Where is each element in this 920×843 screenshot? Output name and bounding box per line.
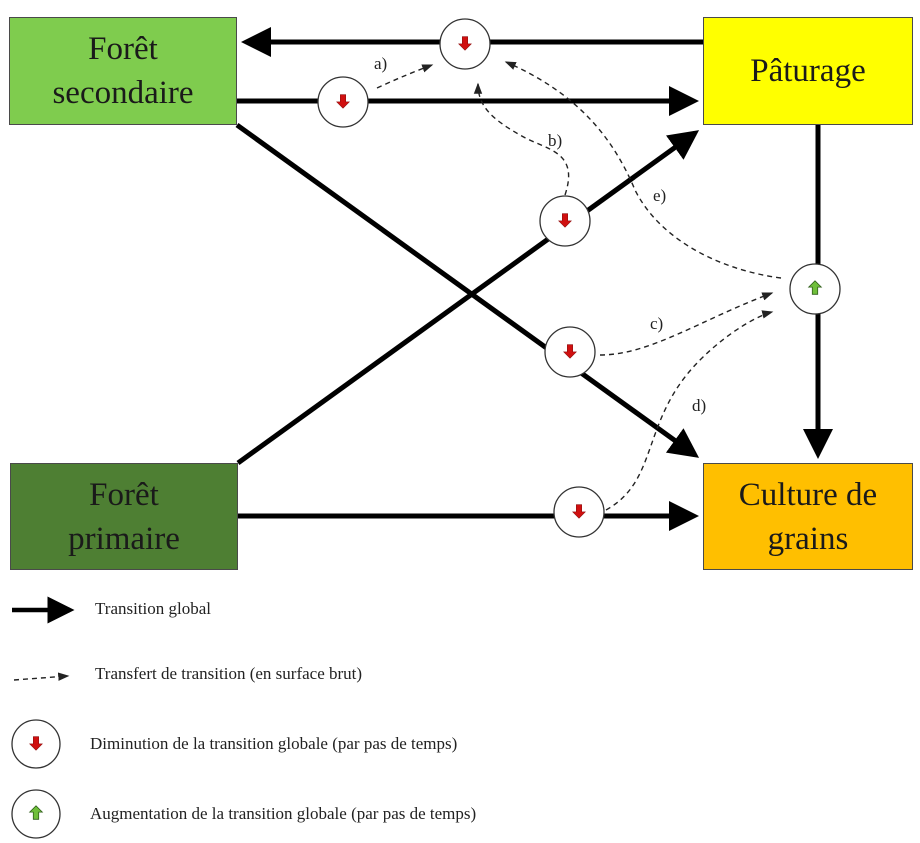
node-foret-primaire: Forêt primaire — [10, 463, 238, 570]
decrease-indicator-primaire-paturage — [539, 195, 591, 247]
legend-increase: Augmentation de la transition globale (p… — [90, 804, 477, 823]
transfer-label-a: a) — [374, 54, 387, 73]
arrow-foret-primaire-to-paturage — [236, 130, 700, 466]
legend-increase-icon — [11, 789, 61, 839]
transfer-label-d: d) — [692, 396, 706, 415]
transfer-label-c: c) — [650, 314, 663, 333]
node-paturage: Pâturage — [703, 17, 913, 125]
transfer-label-b: b) — [548, 131, 562, 150]
transfer-d — [605, 310, 774, 511]
legend-decrease: Diminution de la transition globale (par… — [90, 734, 458, 753]
node-culture-de-grains: Culture de grains — [703, 463, 913, 570]
decrease-indicator-top — [439, 18, 491, 70]
transfer-b — [473, 82, 570, 196]
arrow-foret-secondaire-to-culture — [235, 122, 700, 458]
transfer-e — [504, 61, 782, 279]
decrease-indicator-secondaire-culture — [544, 326, 596, 378]
legend-transfer: Transfert de transition (en surface brut… — [95, 664, 363, 683]
legend-decrease-icon — [11, 719, 61, 769]
increase-indicator-paturage-culture — [789, 263, 841, 315]
transfer-label-e: e) — [653, 186, 666, 205]
transfer-c — [599, 292, 774, 356]
legend-dashed-arrow-icon — [13, 672, 70, 681]
transfer-a — [376, 64, 434, 89]
legend-global-transition: Transition global — [95, 599, 212, 618]
node-foret-secondaire: Forêt secondaire — [9, 17, 237, 125]
decrease-indicator-secondaire-paturage — [317, 76, 369, 128]
decrease-indicator-primaire-culture — [553, 486, 605, 538]
